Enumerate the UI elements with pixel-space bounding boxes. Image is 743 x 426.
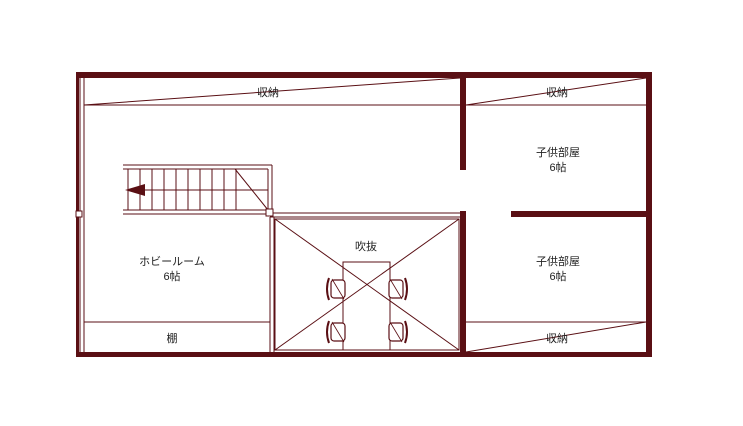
stair-direction-arrow-icon (125, 184, 145, 196)
inner-lines (79, 77, 647, 353)
chair-icon (388, 277, 408, 301)
kids-room-1-size: 6帖 (549, 161, 566, 174)
dining-chairs (326, 277, 408, 344)
chair-icon (326, 277, 346, 301)
hobby-room-name: ホビールーム (139, 255, 205, 268)
kids-room-1-name: 子供部屋 (536, 145, 580, 159)
chair-icon (388, 320, 408, 344)
staircase (123, 164, 274, 217)
shelf-label: 棚 (167, 331, 178, 345)
newel-post (265, 208, 274, 217)
hobby-room-size: 6帖 (163, 270, 180, 283)
storage-bottom-right-label: 収納 (546, 332, 568, 345)
storage-top-left-label: 収納 (257, 86, 279, 99)
kids-room-2-size: 6帖 (549, 270, 566, 283)
window-marker (75, 210, 83, 218)
kids-room-2-name: 子供部屋 (536, 254, 580, 268)
void-label: 吹抜 (355, 239, 377, 253)
chair-icon (326, 320, 346, 344)
storage-top-right-label: 収納 (546, 86, 568, 99)
